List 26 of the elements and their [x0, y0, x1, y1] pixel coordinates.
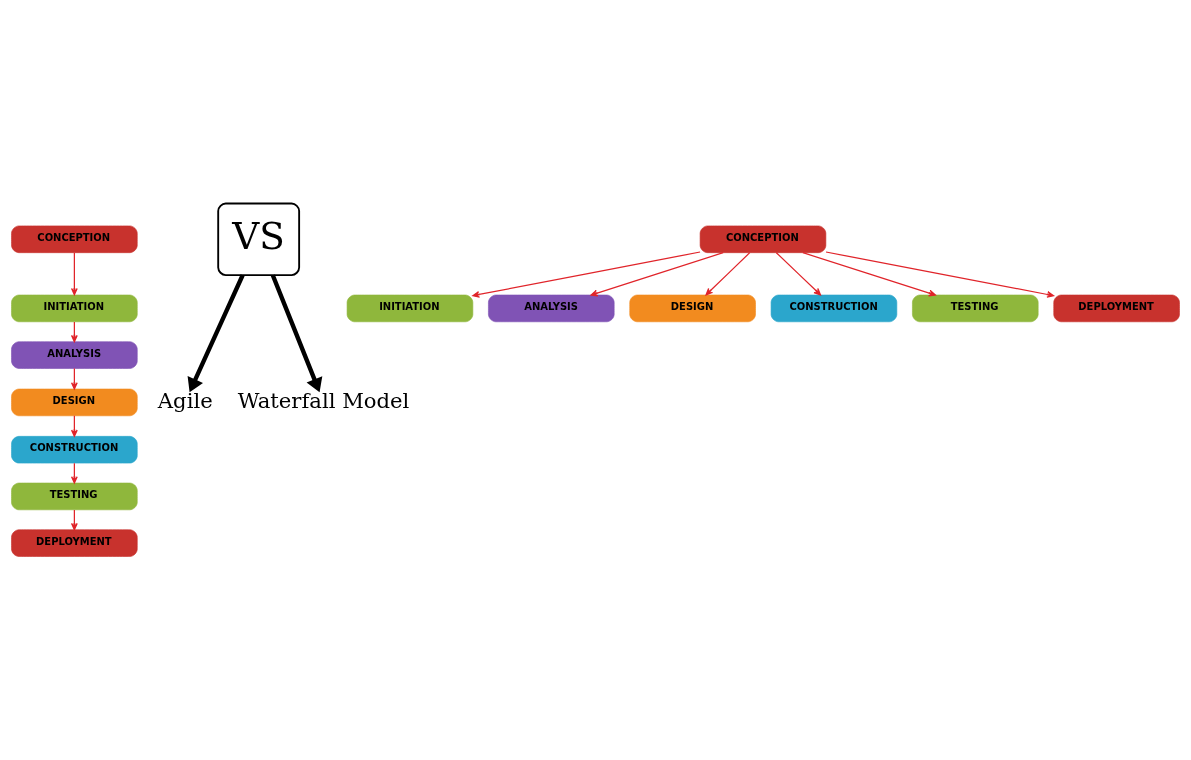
arrow — [472, 251, 701, 298]
node-box: TESTING — [11, 482, 138, 511]
node-box: VS — [217, 202, 301, 277]
arrow — [775, 252, 822, 296]
arrow — [590, 252, 724, 297]
arrow — [187, 274, 245, 393]
node-box: CONCEPTION — [11, 225, 138, 253]
arrow — [825, 251, 1055, 298]
node-text: Agile — [157, 387, 213, 413]
node-box: INITIATION — [11, 294, 138, 323]
arrow — [270, 274, 323, 393]
node-box: ANALYSIS — [488, 294, 615, 323]
node-box: INITIATION — [346, 294, 474, 323]
node-box: CONCEPTION — [699, 225, 827, 253]
node-box: DEPLOYMENT — [11, 529, 138, 557]
node-box: CONSTRUCTION — [770, 294, 898, 323]
node-box: CONSTRUCTION — [11, 436, 138, 464]
node-box: DESIGN — [629, 294, 756, 323]
arrow — [802, 252, 936, 297]
arrow — [705, 252, 751, 296]
node-box: ANALYSIS — [11, 341, 138, 369]
node-text: Waterfall Model — [237, 387, 410, 413]
node-box: DEPLOYMENT — [1053, 294, 1180, 323]
arrow — [70, 252, 78, 296]
node-box: DESIGN — [11, 388, 138, 417]
node-box: TESTING — [912, 294, 1039, 323]
